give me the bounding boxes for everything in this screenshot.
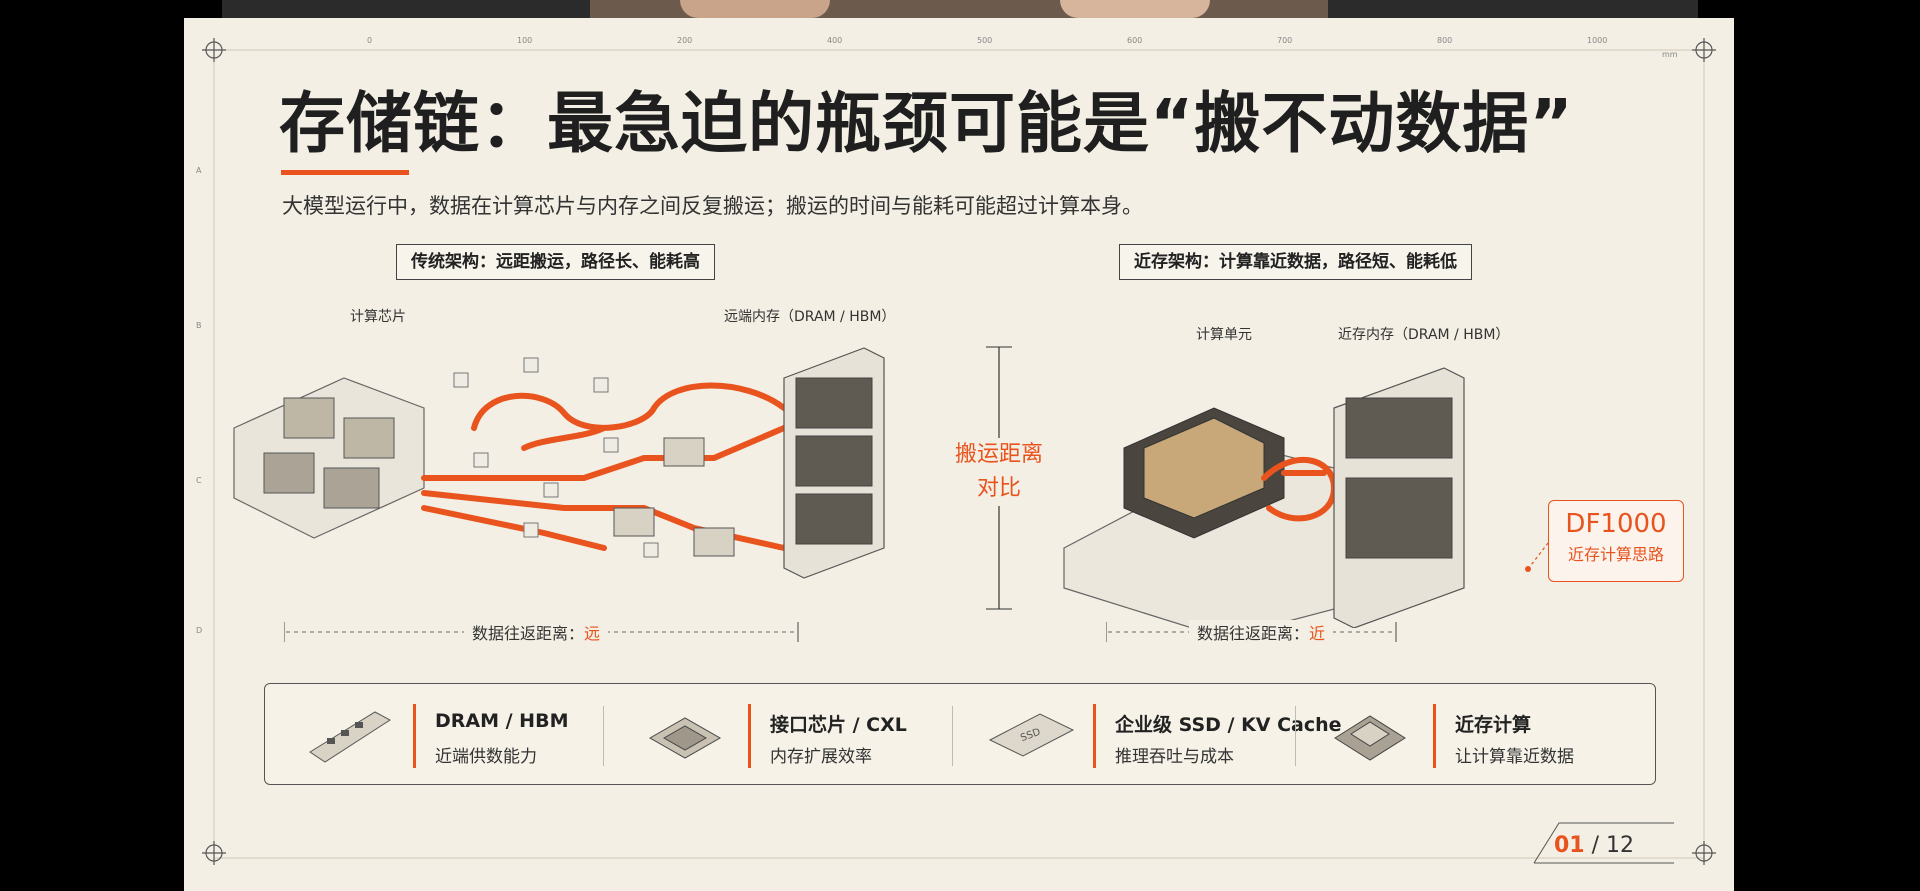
near-memory-illustration — [1063, 367, 1465, 628]
dram-module-icon — [309, 711, 391, 763]
df1000-subtitle: 近存计算思路 — [1567, 545, 1664, 564]
interface-chip-icon — [648, 717, 722, 759]
ruler-number: 700 — [1277, 36, 1293, 45]
near-compute-chip-icon — [1334, 715, 1406, 761]
dram-hbm-title: DRAM / HBM — [435, 710, 569, 732]
page-indicator: 01 / 12 — [1554, 833, 1635, 858]
near-memory-rack-icon — [1333, 367, 1465, 628]
frame-guides — [202, 38, 1716, 865]
near-memory-architecture-tag: 近存架构：计算靠近数据，路径短、能耗低 — [1119, 244, 1472, 280]
interface-chip-title: 接口芯片 / CXL — [770, 714, 907, 736]
remote-memory-label: 远端内存（DRAM / HBM） — [724, 309, 896, 325]
near-compute-title: 近存计算 — [1455, 714, 1532, 736]
title-underline — [281, 170, 409, 175]
distance-line-left — [284, 622, 799, 642]
ruler-number: 0 — [367, 36, 373, 45]
key-components-panel: DRAM / HBM 近端供数能力 接口芯片 / CXL 内存扩展效率 SSD … — [264, 683, 1656, 785]
distance-comparison-label: 搬运距离 对比 — [949, 438, 1049, 506]
ruler-number: 800 — [1437, 36, 1453, 45]
interface-chip-desc: 内存扩展效率 — [770, 747, 872, 767]
page-current: 01 — [1554, 833, 1585, 858]
traditional-architecture-tag: 传统架构：远距搬运，路径长、能耗高 — [396, 244, 715, 280]
ruler-number: 400 — [827, 36, 843, 45]
compute-chip-icon — [263, 397, 395, 509]
ruler-number: 100 — [517, 36, 533, 45]
ruler-number: 200 — [677, 36, 693, 45]
distance-far-label: 数据往返距离：远 — [464, 620, 609, 644]
page-total: 12 — [1606, 833, 1635, 858]
distance-line-right — [1106, 622, 1397, 642]
ruler-number: 1000 — [1587, 36, 1608, 45]
slide-title: 存储链：最急迫的瓶颈可能是“搬不动数据” — [279, 85, 1574, 162]
presentation-slide: 0 100 200 400 500 600 700 800 1000 mm A … — [184, 18, 1734, 891]
ruler-number: 600 — [1127, 36, 1143, 45]
ruler-row: C — [196, 476, 202, 485]
compute-unit-icon — [1123, 407, 1285, 539]
ssd-desc: 推理吞吐与成本 — [1115, 747, 1234, 767]
df1000-pointer — [1525, 542, 1549, 572]
slide-subtitle: 大模型运行中，数据在计算芯片与内存之间反复搬运；搬运的时间与能耗可能超过计算本身… — [282, 194, 1143, 218]
ruler-row: B — [196, 321, 202, 330]
compute-unit-label: 计算单元 — [1196, 327, 1252, 343]
remote-memory-rack-icon — [783, 347, 885, 579]
ruler-row: A — [196, 166, 202, 175]
near-memory-label: 近存内存（DRAM / HBM） — [1338, 327, 1510, 343]
dram-hbm-desc: 近端供数能力 — [435, 747, 537, 767]
distance-near-label: 数据往返距离：近 — [1189, 620, 1334, 644]
near-compute-desc: 让计算靠近数据 — [1455, 747, 1574, 767]
traditional-architecture-illustration — [233, 347, 885, 579]
ssd-title: 企业级 SSD / KV Cache — [1115, 714, 1342, 736]
df1000-callout: DF1000 近存计算思路 — [1548, 500, 1684, 582]
participant-face-1 — [680, 0, 830, 18]
participant-face-2 — [1060, 0, 1210, 18]
ssd-icon: SSD — [988, 713, 1075, 757]
ruler-row: D — [196, 626, 203, 635]
compute-chip-label: 计算芯片 — [350, 309, 406, 325]
ruler-unit: mm — [1662, 50, 1678, 59]
ruler-number: 500 — [977, 36, 993, 45]
page-number-frame — [1533, 822, 1674, 864]
df1000-title: DF1000 — [1565, 509, 1667, 539]
participant-video-strip[interactable] — [590, 0, 1328, 18]
